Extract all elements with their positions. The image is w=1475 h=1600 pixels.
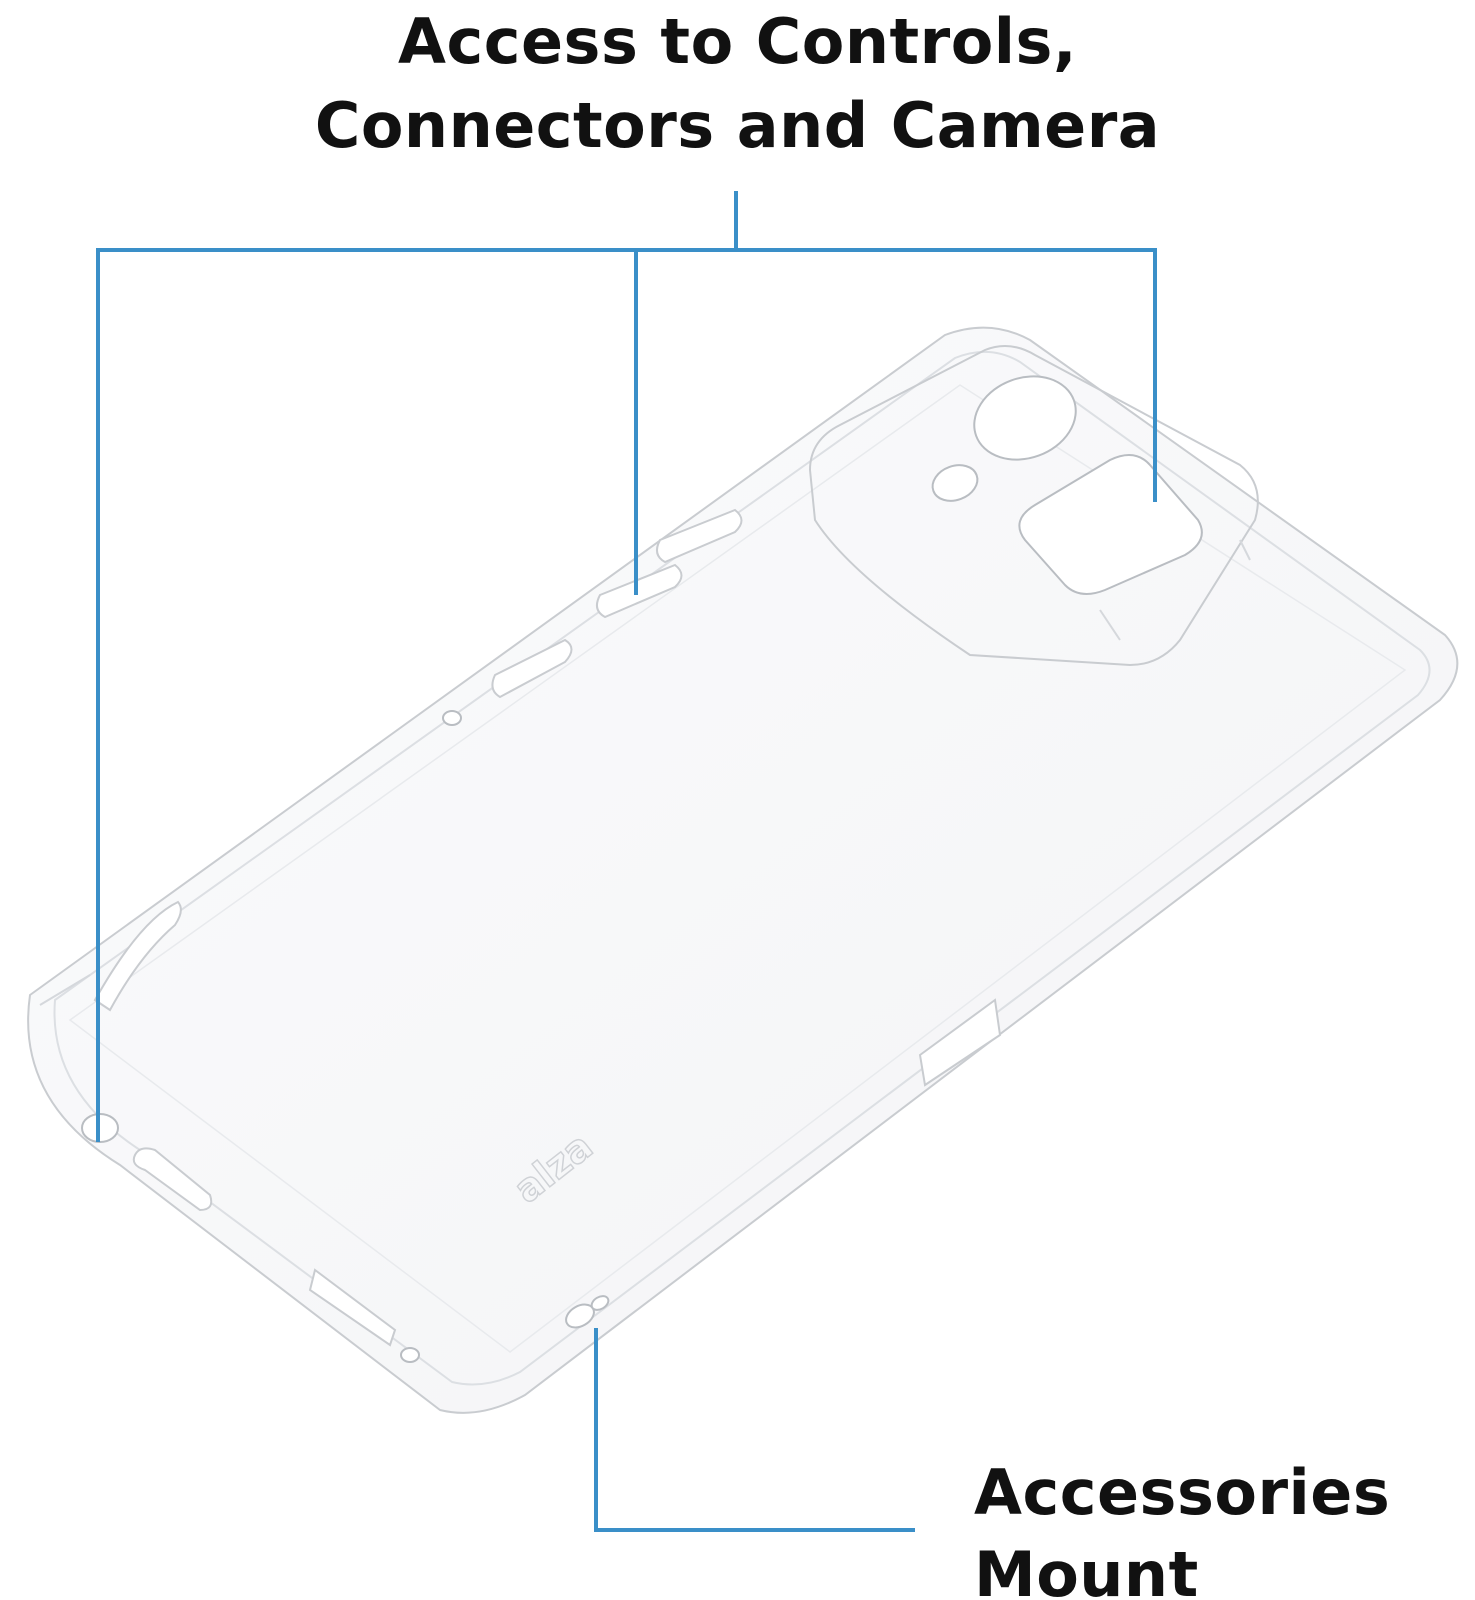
bottom-callout-title: Accessories Mount [974,1452,1390,1600]
bottom-callout-line-2: Mount [974,1538,1199,1600]
top-callout-line-2: Connectors and Camera [314,89,1161,162]
leader-line-bottom [594,1328,915,1532]
top-callout-line-1: Access to Controls, [398,5,1077,78]
top-callout-title: Access to Controls, Connectors and Camer… [0,0,1475,168]
side-button-covers [442,508,743,726]
leader-lines [96,191,1157,1532]
bottom-ports [81,998,1002,1363]
accessories-mount-hole [565,1295,610,1329]
case-body [27,326,1459,1414]
bottom-callout-line-1: Accessories [974,1456,1391,1529]
left-side-slot [39,900,182,1012]
